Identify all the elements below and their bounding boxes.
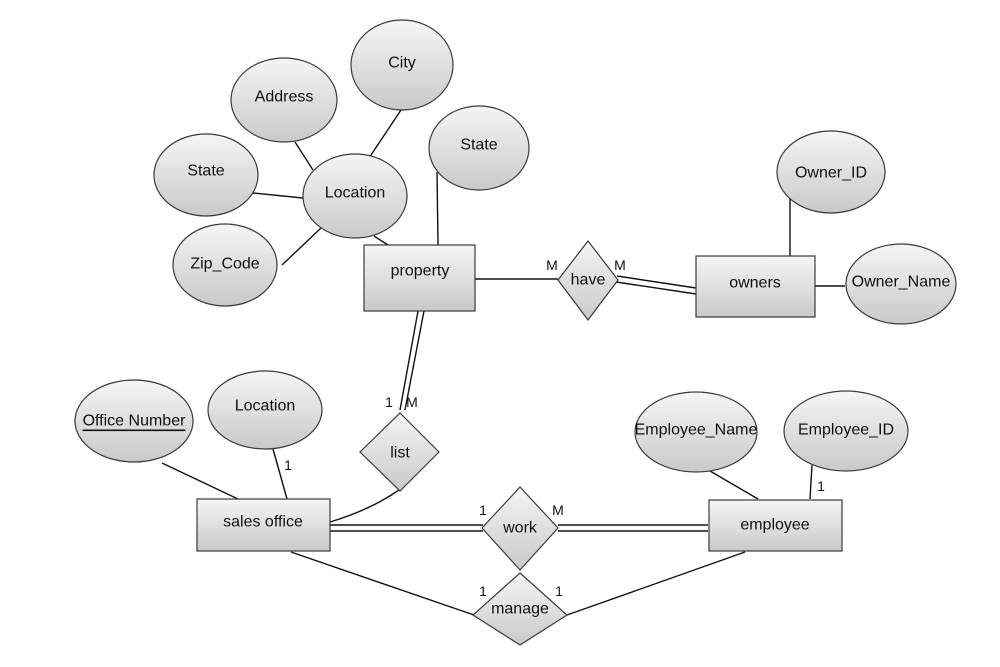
line-list-salesoffice xyxy=(329,489,400,523)
attribute-employee-name[interactable]: Employee_Name xyxy=(634,391,758,473)
attribute-address[interactable]: Address xyxy=(230,57,338,143)
cardinality-labels: M M 1 M 1 1 M 1 1 1 xyxy=(284,257,825,599)
entity-box xyxy=(695,255,816,318)
line-have-owners-2 xyxy=(615,281,697,295)
relationship-label: list xyxy=(390,445,410,462)
attribute-label: Owner_Name xyxy=(852,274,951,291)
entity-label: sales office xyxy=(223,514,303,531)
attribute-location-office[interactable]: Location xyxy=(207,370,323,450)
attribute-label: Zip_Code xyxy=(190,256,259,273)
cardinality-have-owners: M xyxy=(614,257,626,273)
entity-box xyxy=(708,499,843,552)
relationship-label: have xyxy=(571,272,606,289)
attribute-owner-name[interactable]: Owner_Name xyxy=(845,243,957,325)
attribute-state-location[interactable]: State xyxy=(153,133,259,217)
cardinality-office-location: 1 xyxy=(284,457,292,473)
attribute-owner-id[interactable]: Owner_ID xyxy=(776,130,886,214)
relationship-label: manage xyxy=(491,601,549,618)
relationship-diamond xyxy=(557,240,619,321)
entity-label: employee xyxy=(740,517,809,534)
attribute-zip-code[interactable]: Zip_Code xyxy=(172,223,278,307)
attribute-location-property[interactable]: Location xyxy=(302,153,408,239)
relationship-diamond xyxy=(481,486,559,571)
attribute-ellipse xyxy=(153,133,259,217)
relationship-manage[interactable]: manage xyxy=(472,572,568,646)
cardinality-list-office: 1 xyxy=(385,394,393,410)
cardinality-have-property: M xyxy=(546,257,558,273)
attribute-ellipse xyxy=(350,19,454,111)
relationship-have[interactable]: have xyxy=(557,240,619,321)
attribute-label: State xyxy=(187,163,224,180)
entity-label: owners xyxy=(729,275,781,292)
attribute-ellipse xyxy=(845,243,957,325)
attribute-label: Employee_ID xyxy=(798,422,894,439)
entity-sales-office[interactable]: sales office xyxy=(196,498,331,552)
attribute-city[interactable]: City xyxy=(350,19,454,111)
attribute-label: State xyxy=(460,137,497,154)
line-employeename-employee xyxy=(709,470,759,500)
cardinality-manage-office: 1 xyxy=(479,583,487,599)
attribute-ellipse xyxy=(74,379,194,463)
entity-property[interactable]: property xyxy=(363,244,476,312)
entity-label: property xyxy=(391,263,450,280)
line-property-list-1 xyxy=(399,310,419,411)
attribute-label: City xyxy=(388,55,416,72)
attribute-label-key: Office Number xyxy=(83,413,187,430)
line-officenumber-salesoffice xyxy=(161,462,239,500)
relationship-list[interactable]: list xyxy=(359,412,440,492)
line-zipcode-location xyxy=(281,227,322,266)
line-location-salesoffice xyxy=(272,448,288,500)
line-manage-employee xyxy=(566,551,746,616)
line-location-property xyxy=(373,235,389,246)
cardinality-list-property: M xyxy=(406,394,418,410)
relationship-diamond xyxy=(472,572,568,646)
attribute-ellipse xyxy=(172,223,278,307)
line-state-location xyxy=(252,192,304,199)
line-salesoffice-manage xyxy=(290,551,475,616)
attribute-label: Owner_ID xyxy=(795,165,867,182)
cardinality-work-office: 1 xyxy=(479,502,487,518)
cardinality-manage-employee: 1 xyxy=(555,583,563,599)
line-address-location xyxy=(294,141,314,171)
attribute-ellipse xyxy=(230,57,338,143)
line-state-property xyxy=(436,171,439,246)
attribute-ellipse xyxy=(428,105,530,191)
attribute-label: Location xyxy=(325,185,386,202)
attribute-ellipse xyxy=(302,153,408,239)
attribute-ellipse xyxy=(783,390,909,472)
attribute-label: Address xyxy=(255,89,314,106)
line-property-list-2 xyxy=(404,310,425,411)
attribute-label: Location xyxy=(235,398,296,415)
connectors xyxy=(161,109,845,616)
attribute-ellipse xyxy=(776,130,886,214)
attribute-office-number[interactable]: Office Number xyxy=(74,379,194,463)
entity-box xyxy=(196,498,331,552)
relationship-work[interactable]: work xyxy=(481,486,559,571)
attribute-employee-id[interactable]: Employee_ID xyxy=(783,390,909,472)
entity-employee[interactable]: employee xyxy=(708,499,843,552)
line-city-location xyxy=(368,109,402,159)
attribute-ellipse xyxy=(207,370,323,450)
attribute-label: Employee_Name xyxy=(635,422,758,439)
cardinality-work-employee: M xyxy=(552,502,564,518)
attribute-state-property[interactable]: State xyxy=(428,105,530,191)
relationship-diamond xyxy=(359,412,440,492)
line-employeeid-employee xyxy=(809,464,813,500)
entity-box xyxy=(363,244,476,312)
entity-owners[interactable]: owners xyxy=(695,255,816,318)
relationship-label: work xyxy=(502,520,538,537)
line-have-owners-1 xyxy=(616,275,697,289)
attribute-ellipse xyxy=(634,391,758,473)
cardinality-employee-id: 1 xyxy=(817,478,825,494)
